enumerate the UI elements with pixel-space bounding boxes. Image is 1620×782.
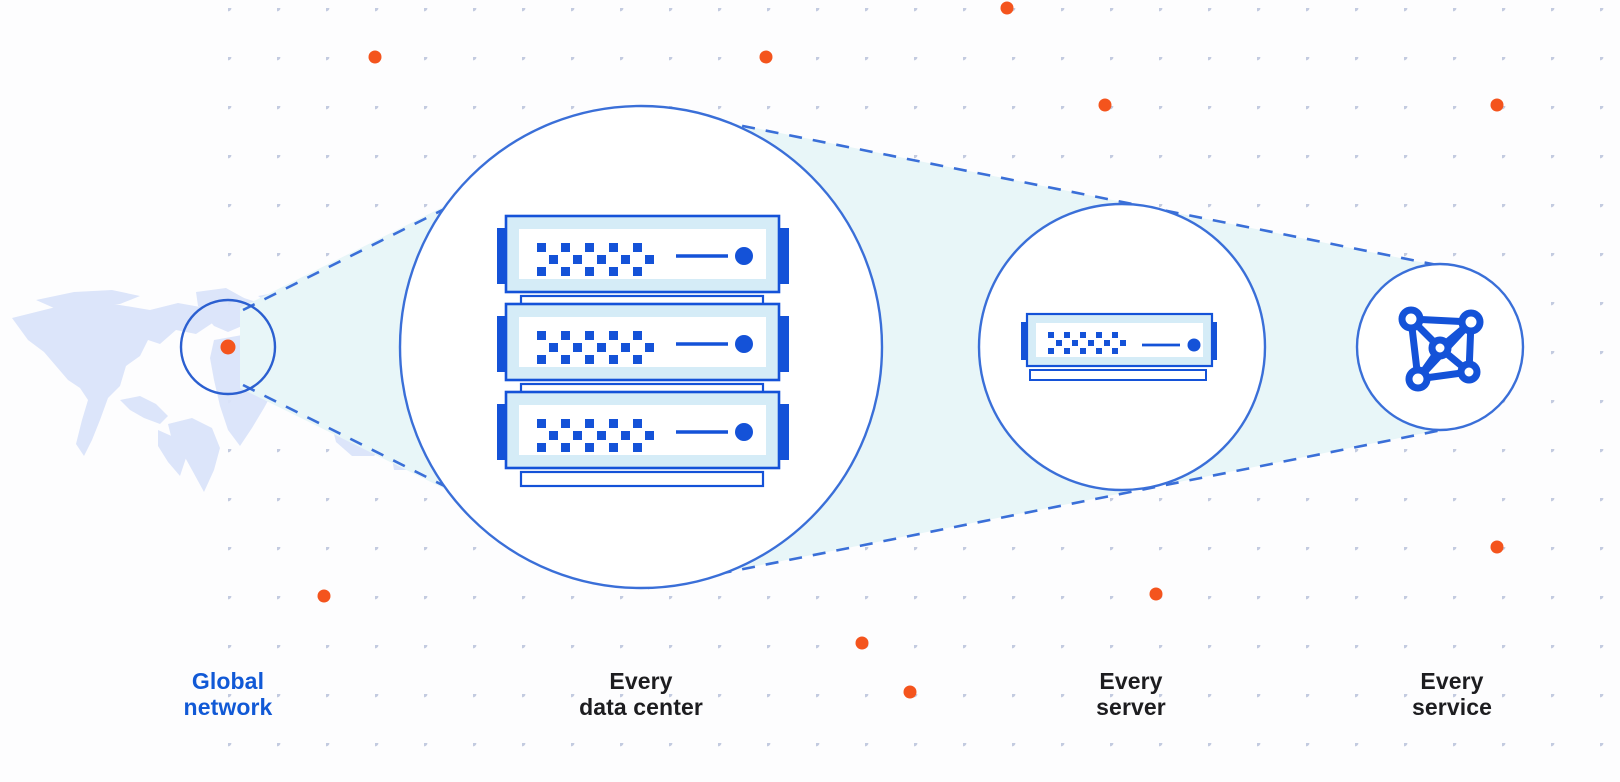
circle-global-network [179,298,277,396]
server-rack-unit [497,390,789,488]
connector-dc-to-service-top [647,105,1443,268]
mesh-node [1398,306,1424,332]
accent-dot [1000,1,1014,15]
accent-dot [1098,98,1112,112]
accent-dot [1490,98,1504,112]
server-rack-unit [497,214,789,312]
mesh-node [1428,336,1452,360]
mesh-node [1457,360,1481,384]
accent-dot [317,589,331,603]
mesh-node [1405,366,1431,392]
mesh-node [1458,309,1484,335]
accent-dot [1490,540,1504,554]
accent-dot [903,685,917,699]
accent-dot [759,50,773,64]
server-unit [1021,312,1217,381]
accent-dot [855,636,869,650]
connector-dc-to-service-bottom [647,428,1443,590]
locator-dot-global [220,339,236,355]
accent-dot [1149,587,1163,601]
accent-dot [368,50,382,64]
